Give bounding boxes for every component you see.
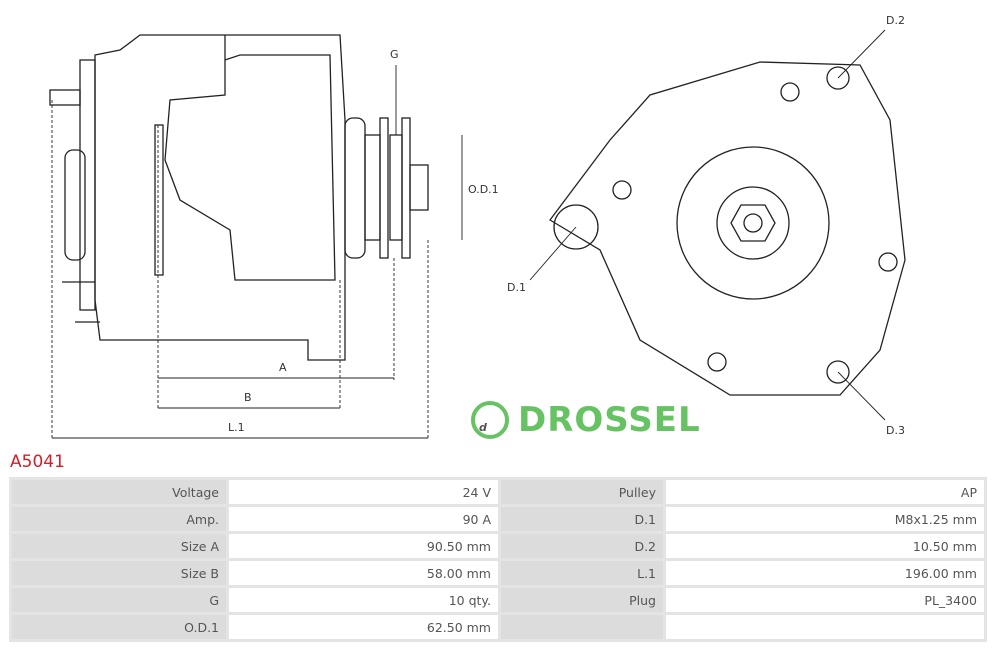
spec-value: AP: [666, 480, 984, 504]
spec-label: Amp.: [12, 507, 226, 531]
alternator-drawing: A B L.1 G O.D.1 D.2 D.1 D.3: [49, 14, 906, 440]
spec-value: 196.00 mm: [666, 561, 984, 585]
spec-value: 90 A: [229, 507, 498, 531]
spec-value: 24 V: [229, 480, 498, 504]
dim-g-label: G: [390, 48, 399, 61]
spec-value: [666, 615, 984, 639]
spec-value: PL_3400: [666, 588, 984, 612]
spec-value: 10 qty.: [229, 588, 498, 612]
spec-value: M8x1.25 mm: [666, 507, 984, 531]
front-view: [549, 61, 906, 396]
spec-label: D.1: [501, 507, 663, 531]
dim-l1-label: L.1: [228, 421, 245, 434]
spec-label: Plug: [501, 588, 663, 612]
spec-value: 58.00 mm: [229, 561, 498, 585]
d3-label: D.3: [886, 424, 905, 437]
logo-d-icon: d: [471, 401, 509, 439]
drossel-logo: d DROSSEL: [470, 400, 701, 440]
dim-b-label: B: [244, 391, 252, 404]
spec-label: Size B: [12, 561, 226, 585]
d1-label: D.1: [507, 281, 526, 294]
svg-text:d: d: [479, 421, 487, 434]
spec-value: 90.50 mm: [229, 534, 498, 558]
part-number: A5041: [10, 452, 65, 472]
d2-label: D.2: [886, 14, 905, 27]
spec-value: 10.50 mm: [666, 534, 984, 558]
spec-label: L.1: [501, 561, 663, 585]
dim-a-label: A: [279, 361, 287, 374]
spec-value: 62.50 mm: [229, 615, 498, 639]
spec-label: O.D.1: [12, 615, 226, 639]
spec-label: G: [12, 588, 226, 612]
spec-label: Voltage: [12, 480, 226, 504]
spec-label: D.2: [501, 534, 663, 558]
leader-lines: [529, 29, 886, 421]
side-view: [49, 34, 429, 361]
spec-label: Size A: [12, 534, 226, 558]
dim-od1-label: O.D.1: [468, 183, 499, 196]
dimension-lines: [51, 65, 463, 440]
logo-text: DROSSEL: [518, 400, 701, 440]
spec-label: [501, 615, 663, 639]
spec-label: Pulley: [501, 480, 663, 504]
